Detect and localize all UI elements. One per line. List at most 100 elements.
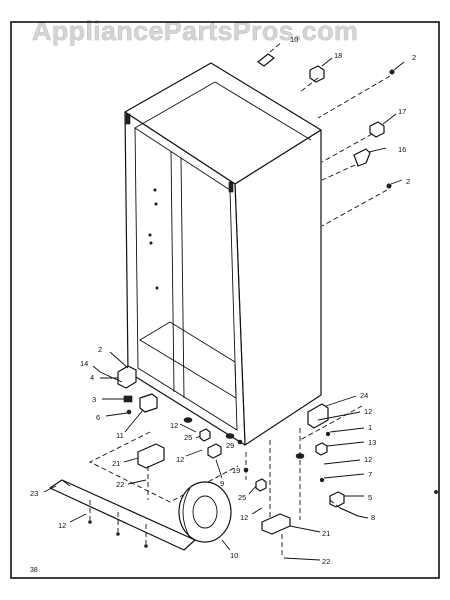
part-12-rail-leader [69,513,87,523]
callout-14: 14 [80,359,88,368]
screw-2-mid-leader [390,179,403,185]
part-23-leader [43,485,57,493]
part-13-leader [326,441,365,447]
callout-4: 4 [90,373,94,382]
part-1-leader [329,427,365,433]
callout-21-a: 21 [112,459,120,468]
callout-22-a: 22 [116,480,124,489]
callout-3: 3 [92,395,96,404]
callout-2-b: 2 [406,177,410,186]
part-10-wheel-rim [182,487,191,539]
cabinet-divider [170,151,175,393]
part-4-bracket [117,365,137,389]
hinge-tab-bottom [228,181,234,193]
rail-screw-dot-1 [88,520,92,524]
callout-5: 5 [368,493,372,502]
part-12-d-leader [185,449,203,457]
callout-19: 19 [232,466,240,475]
screw-2-bottom [434,490,438,494]
part-22-right-leader [283,557,321,561]
hinge-tab-top [125,113,131,125]
part-5 [329,491,345,508]
callout-10-bottom: 10 [230,551,238,560]
part-8-leader [357,515,369,519]
cabinet-side [234,129,322,446]
callout-25-a: 25 [184,433,192,442]
cabinet-floor [139,321,237,399]
part-10-wheel-leader [221,539,231,551]
callout-23: 23 [30,489,38,498]
callout-8: 8 [371,513,375,522]
cabinet-divider-2 [180,157,185,399]
part-21-left [137,443,165,469]
callout-11: 11 [116,431,124,440]
part-12-a-leader [317,411,361,421]
part-14-leader [92,365,101,373]
callout-12-a: 12 [364,407,372,416]
part-21-right [261,513,291,535]
callout-12-d: 12 [176,455,184,464]
part-16 [353,148,371,167]
part-7 [319,477,325,483]
callout-10-top: 10 [290,35,298,44]
part-21-left-leader [123,457,139,463]
part-1 [325,431,331,437]
part-17 [369,121,385,138]
part-21-right-leader [289,525,321,533]
part-25-right [255,478,267,492]
rail-screw-dot-2 [116,532,120,536]
part-10-wheel-outer [178,481,232,543]
part-18-leader [321,57,333,67]
part-6-leader [105,412,128,417]
pad-left [183,417,193,423]
part-23-rail [49,479,196,551]
assembly-line-4 [321,189,388,227]
cabinet-front [124,111,246,446]
callout-12-f: 12 [58,521,66,530]
cabinet-back-edge-2 [214,81,312,141]
assembly-line-2 [317,75,391,119]
part-12-c-leader [179,423,197,433]
callout-1: 1 [368,423,372,432]
callout-12-c: 12 [170,421,178,430]
callout-12-b: 12 [364,455,372,464]
part-8-dash [329,499,341,509]
cabinet-hole-1 [153,188,157,192]
part-12-b-leader [323,459,361,465]
part-25-left [199,428,211,442]
part-29 [237,439,243,445]
part-25-right-leader [248,485,257,495]
cabinet-back-edge [134,81,216,129]
cabinet-hole-3 [148,233,152,237]
callout-2-c: 2 [98,345,102,354]
part-6 [126,409,132,415]
part-11 [139,393,158,413]
callout-21-b: 21 [322,529,330,538]
part-24 [307,403,329,429]
part-12-e-leader [251,507,263,515]
cabinet-inner-opening [134,127,238,431]
part-9 [207,443,222,459]
callout-29: 29 [226,441,234,450]
cabinet-hole-5 [155,286,159,290]
part-10-top-leader [269,41,283,53]
part-2-leader [109,351,129,369]
part-23-rail-edge [61,479,71,487]
bottom-center-parts [178,417,305,551]
part-17-leader [382,113,397,125]
callouts: 10 18 2 17 16 2 2 14 4 3 6 11 24 12 1 13… [30,35,416,566]
callout-17: 17 [398,107,406,116]
rail-screw-dot-3 [144,544,148,548]
callout-7: 7 [368,470,372,479]
part-9-leader [215,459,223,479]
part-11-leader [124,409,144,433]
callout-24: 24 [360,391,368,400]
callout-18: 18 [334,51,342,60]
cabinet-hole-4 [149,241,153,245]
page-number: 38 [30,567,38,574]
part-18 [309,65,325,83]
part-14-screw [99,371,123,383]
part-10-top [257,53,275,67]
callout-6: 6 [96,413,100,422]
watermark-text: AppliancePartsPros.com [32,16,358,46]
